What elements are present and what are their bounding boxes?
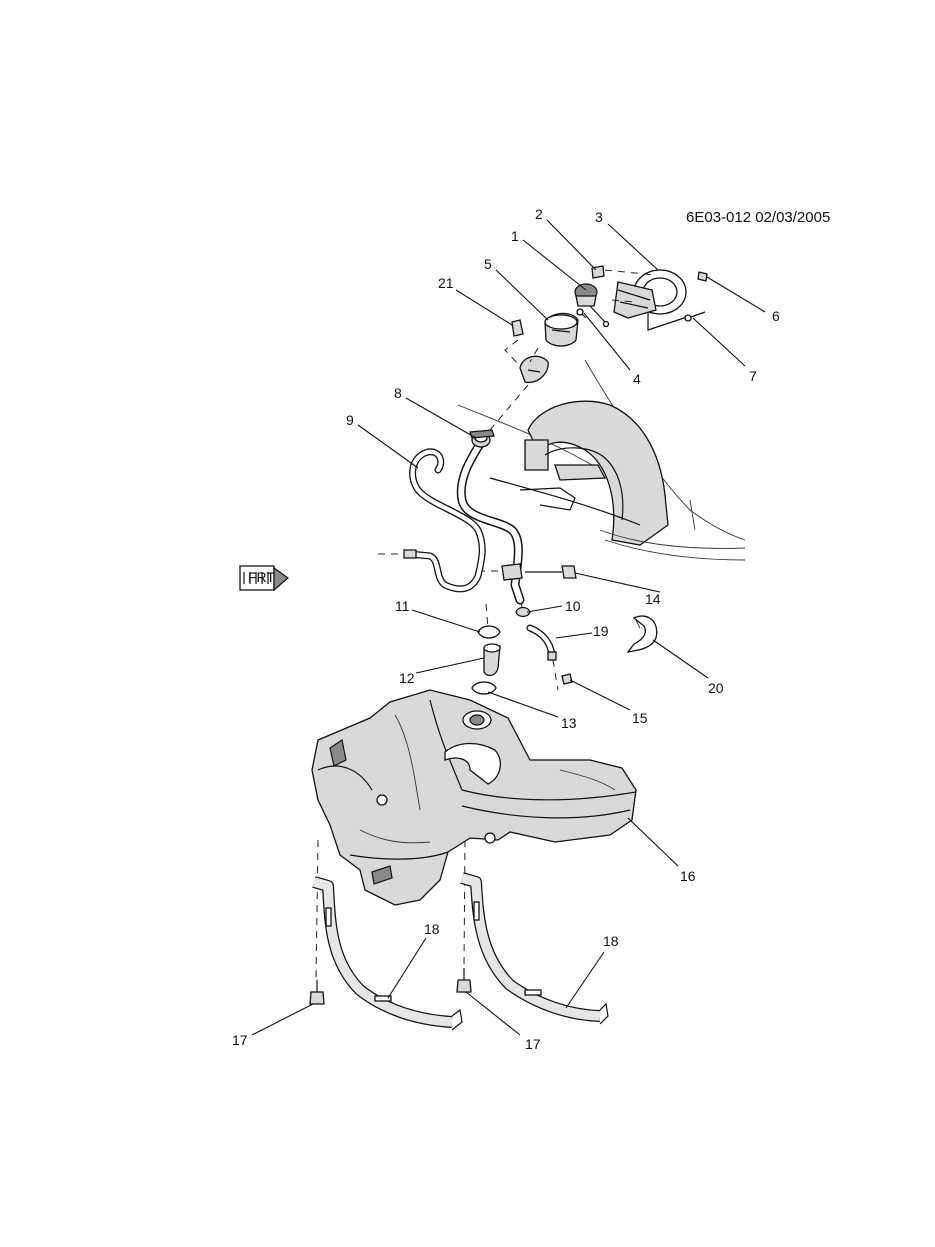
callout-10: 10: [565, 598, 581, 614]
callout-16: 16: [680, 868, 696, 884]
filler-housing-part-5: [544, 312, 579, 347]
callout-6: 6: [772, 308, 780, 324]
pipe-bracket: [501, 563, 523, 581]
callout-14: 14: [645, 591, 661, 607]
callout-15: 15: [632, 710, 648, 726]
tank-strap-part-18-left: [312, 876, 463, 1031]
callout-8: 8: [394, 385, 402, 401]
document-id-date: 6E03-012 02/03/2005: [686, 209, 830, 226]
callout-11: 11: [395, 598, 410, 614]
tank-strap-part-18-right: [460, 872, 609, 1025]
fuel-cap-part-1: [574, 283, 610, 328]
connector-hose-part-12: [483, 643, 501, 677]
bolt-part-17-right: [456, 968, 472, 993]
callout-18-left: 18: [424, 921, 440, 937]
callout-9: 9: [346, 412, 354, 428]
fuel-vent-tube-part-9: [403, 448, 486, 593]
clamp-part-13: [471, 681, 497, 695]
callout-1: 1: [511, 228, 519, 244]
callout-21: 21: [438, 275, 454, 291]
callout-3: 3: [595, 209, 603, 225]
fuel-filler-pipe-part-8: [456, 429, 525, 605]
callout-18-right: 18: [603, 933, 619, 949]
front-arrow-icon: [273, 566, 289, 592]
hose-part-19: [526, 624, 557, 661]
vehicle-body-wheelhouse: [457, 359, 746, 561]
front-indicator-label: FRT: [248, 569, 275, 585]
bolt-part-17-left: [309, 980, 325, 1005]
fuel-tank-part-16: [311, 689, 637, 906]
front-indicator: FRT: [239, 565, 289, 592]
callout-12: 12: [399, 670, 415, 686]
fuel-door-housing: [613, 269, 691, 331]
fitting-part-15: [561, 673, 573, 685]
callout-20: 20: [708, 680, 724, 696]
callout-4: 4: [633, 371, 641, 387]
callout-2: 2: [535, 206, 543, 222]
clip-part-21: [511, 319, 524, 337]
bumper-part-6: [697, 271, 708, 282]
heat-shield-part-20: [626, 615, 658, 653]
callout-7: 7: [749, 368, 757, 384]
callout-17-left: 17: [232, 1032, 248, 1048]
callout-13: 13: [561, 715, 577, 731]
clamp-part-11: [477, 625, 501, 639]
bolt-part-14: [525, 565, 577, 579]
callout-labels: 1 2 3 4 5 6 7 8 9 10 11 12 13 14 15 16 1…: [232, 206, 780, 1052]
callout-17-right: 17: [525, 1036, 541, 1052]
callout-19: 19: [593, 623, 609, 639]
leader-lines: [251, 219, 766, 1036]
seal-ring: [519, 355, 549, 384]
callout-5: 5: [484, 256, 492, 272]
